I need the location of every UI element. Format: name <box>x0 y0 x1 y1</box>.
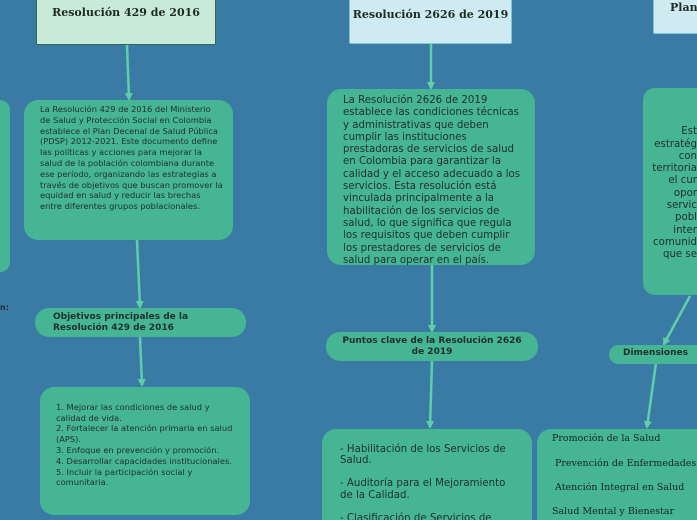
title-resolucion-2626-label: Resolución 2626 de 2019 <box>352 8 509 21</box>
dimensions-title-text: Dimensiones <box>623 348 688 358</box>
description-plan-partial[interactable]: Est estratég con territoria el cur opor … <box>643 88 697 295</box>
left-edge-label: n: <box>0 303 9 312</box>
objectives-title-text: Objetivos principales de la Resolución 4… <box>53 312 189 333</box>
dimensions-list-node[interactable] <box>537 429 697 520</box>
keypoints-list-text: - Habilitación de los Servicios de Salud… <box>340 443 506 520</box>
description-resolucion-429[interactable]: La Resolución 429 de 2016 del Ministerio… <box>24 100 233 240</box>
title-plan-partial[interactable]: Plan <box>653 0 697 34</box>
connector-429-desc-objectives <box>135 239 144 309</box>
dimension-item-0: Promoción de la Salud <box>552 433 661 444</box>
dimension-item-1: Prevención de Enfermedades <box>555 458 697 469</box>
objectives-title-node[interactable]: Objetivos principales de la Resolución 4… <box>35 308 246 337</box>
connector-2626-keypoints-list <box>426 360 435 429</box>
title-plan-label: Plan <box>670 1 697 14</box>
title-resolucion-2626[interactable]: Resolución 2626 de 2019 <box>349 0 512 44</box>
description-plan-text: Est estratég con territoria el cur opor … <box>652 126 697 261</box>
description-resolucion-2626-text: La Resolución 2626 de 2019 establece las… <box>343 95 521 266</box>
connector-429-objectives-list <box>137 336 146 387</box>
keypoints-list-node[interactable]: - Habilitación de los Servicios de Salud… <box>322 429 532 520</box>
connector-429-title-desc <box>124 44 133 101</box>
objectives-list-node[interactable]: 1. Mejorar las condiciones de salud y ca… <box>40 387 250 515</box>
keypoints-title-text: Puntos clave de la Resolución 2626 de 20… <box>342 336 522 357</box>
dimension-item-3: Salud Mental y Bienestar <box>552 506 675 517</box>
objectives-list-text: 1. Mejorar las condiciones de salud y ca… <box>56 401 233 488</box>
description-resolucion-2626[interactable]: La Resolución 2626 de 2019 establece las… <box>327 89 535 266</box>
keypoints-title-node[interactable]: Puntos clave de la Resolución 2626 de 20… <box>326 332 538 361</box>
dimension-item-2: Atención Integral en Salud <box>555 482 685 493</box>
connector-dimensions-list <box>643 362 658 429</box>
dimensions-title-node[interactable]: Dimensiones <box>609 345 697 364</box>
title-resolucion-429[interactable]: Resolución 429 de 2016 <box>36 0 216 45</box>
left-edge-node[interactable] <box>0 100 10 272</box>
connector-plan-desc-dimensions <box>662 295 692 346</box>
description-resolucion-429-text: La Resolución 429 de 2016 del Ministerio… <box>40 104 223 212</box>
title-resolucion-429-label: Resolución 429 de 2016 <box>52 6 200 19</box>
